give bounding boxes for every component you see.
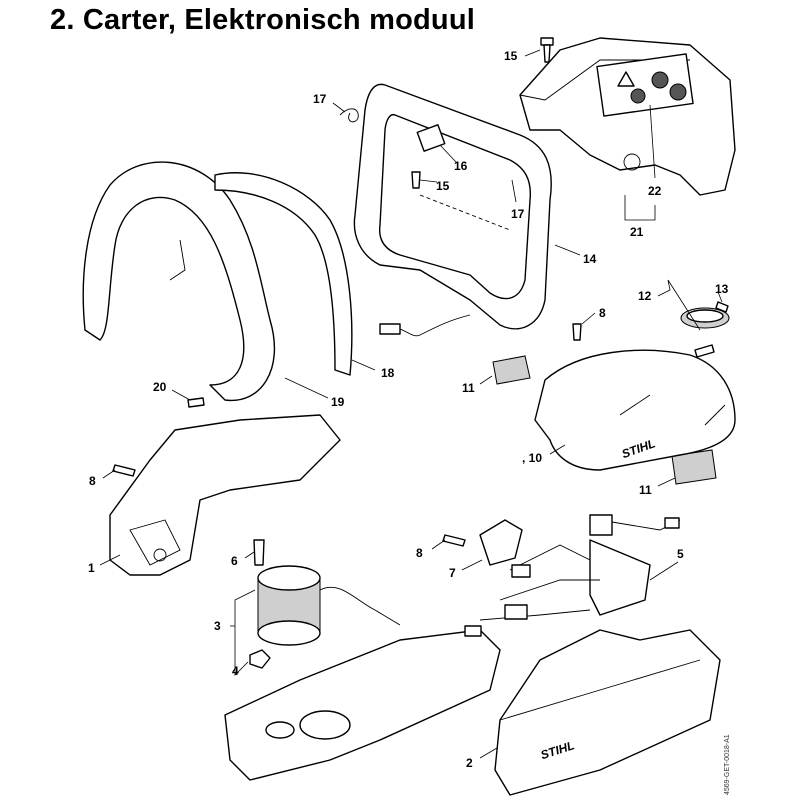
page-title: 2. Carter, Elektronisch moduul: [50, 4, 475, 36]
part-clip-17: [339, 108, 359, 123]
part-handle-insert-18: [214, 172, 353, 376]
callout-12: 12: [638, 289, 652, 303]
callout-3: 3: [214, 619, 221, 633]
part-gear-housing: [224, 629, 501, 781]
part-cover-top: [519, 37, 736, 196]
callout-14: 14: [583, 252, 597, 266]
callout-1: 1: [88, 561, 95, 575]
part-screw-20: [187, 397, 205, 408]
callout-labels: 15 17 16 15 17 22 21 14 12 13 8 18 19 11…: [88, 49, 729, 770]
part-pad-11-top: [492, 355, 531, 385]
part-screw-15-mid: [411, 171, 421, 189]
callout-21: 21: [630, 225, 644, 239]
warning-labels-sticker: [596, 53, 694, 117]
callout-11: 11: [462, 381, 475, 395]
callout-15: 15: [436, 179, 450, 193]
part-screw-8-right: [442, 534, 466, 547]
part-screw-8-left: [112, 464, 136, 477]
callout-19: 19: [331, 395, 345, 409]
part-handle-19: [82, 161, 276, 402]
part-pad-11-bottom: [671, 449, 717, 485]
callout-7: 7: [449, 566, 456, 580]
callout-8: 8: [416, 546, 423, 560]
callout-5: 5: [677, 547, 684, 561]
part-coupling-4: [249, 649, 271, 669]
callout-22: 22: [648, 184, 662, 198]
part-housing-2: STIHL: [494, 629, 721, 796]
part-screw-6: [253, 539, 265, 566]
callout-20: 20: [153, 380, 167, 394]
callout-8: 8: [599, 306, 606, 320]
drawing-code: 4569-GET-0018-A1: [724, 734, 731, 795]
part-motor-3: [257, 565, 401, 646]
leader-lines: [99, 49, 723, 759]
callout-13: 13: [715, 282, 729, 296]
part-ring-12: [680, 307, 730, 329]
callout-4: 4: [232, 664, 239, 678]
part-screw-8-top: [572, 323, 582, 341]
callout-15: 15: [504, 49, 518, 63]
part-electronic-module-5: [464, 514, 681, 637]
callout-10: , 10: [522, 451, 542, 465]
part-housing-1: [109, 414, 341, 576]
part-screw-13b: [694, 344, 715, 358]
part-screw-13: [715, 301, 729, 313]
callout-18: 18: [381, 366, 395, 380]
callout-17: 17: [313, 92, 327, 106]
callout-11: 11: [639, 483, 652, 497]
part-plate-7: [479, 519, 523, 566]
callout-2: 2: [466, 756, 473, 770]
part-screw-15-top: [540, 37, 554, 63]
part-motor-cover-10: STIHL: [534, 349, 736, 471]
callout-16: 16: [454, 159, 468, 173]
callout-8: 8: [89, 474, 96, 488]
part-frame-14: [353, 83, 552, 337]
callout-17: 17: [511, 207, 525, 221]
callout-6: 6: [231, 554, 238, 568]
